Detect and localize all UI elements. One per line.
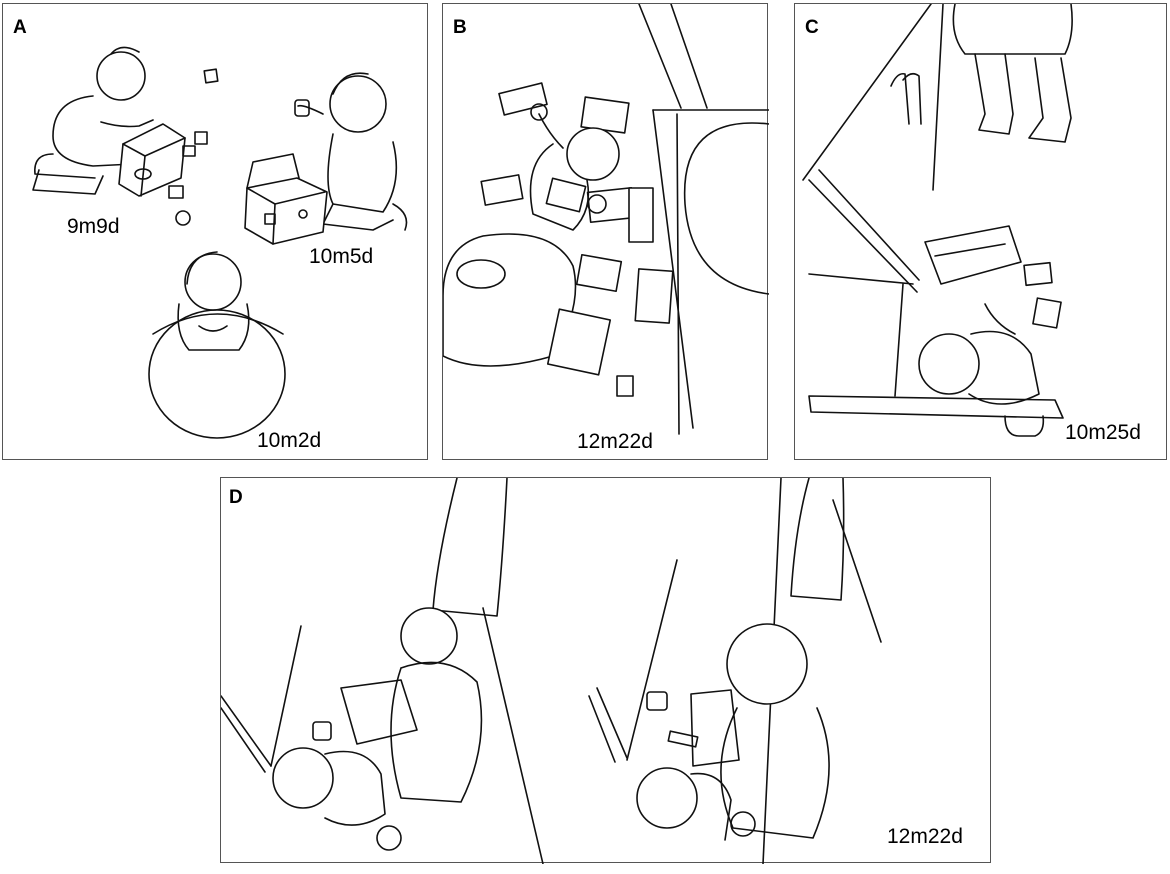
panel-c: C 10m25d [794,3,1167,460]
panel-b-drawing [443,4,769,435]
panel-c-label: C [805,17,819,38]
age-label-9m9d: 9m9d [67,215,120,238]
age-label-10m5d: 10m5d [309,245,374,268]
panel-b-label: B [453,17,467,38]
age-label-10m2d: 10m2d [257,429,322,452]
age-label-12m22d: 12m22d [577,430,653,453]
panel-d: D 12m22d [220,477,991,864]
panel-a-label: A [13,17,27,38]
panel-d-drawing [221,478,882,864]
age-label-10m25d: 10m25d [1065,421,1141,444]
panel-a: A [2,3,428,460]
panel-c-drawing [802,4,1073,437]
infant-in-seat-drawing [148,251,286,439]
age-label-12m22d-d: 12m22d [887,825,963,848]
panel-b: B 12m22d [442,3,769,460]
panel-a-drawing [32,46,408,439]
infant-with-box-drawing [32,46,219,226]
panel-d-label: D [229,487,243,508]
infant-with-shape-sorter-drawing [244,72,408,245]
